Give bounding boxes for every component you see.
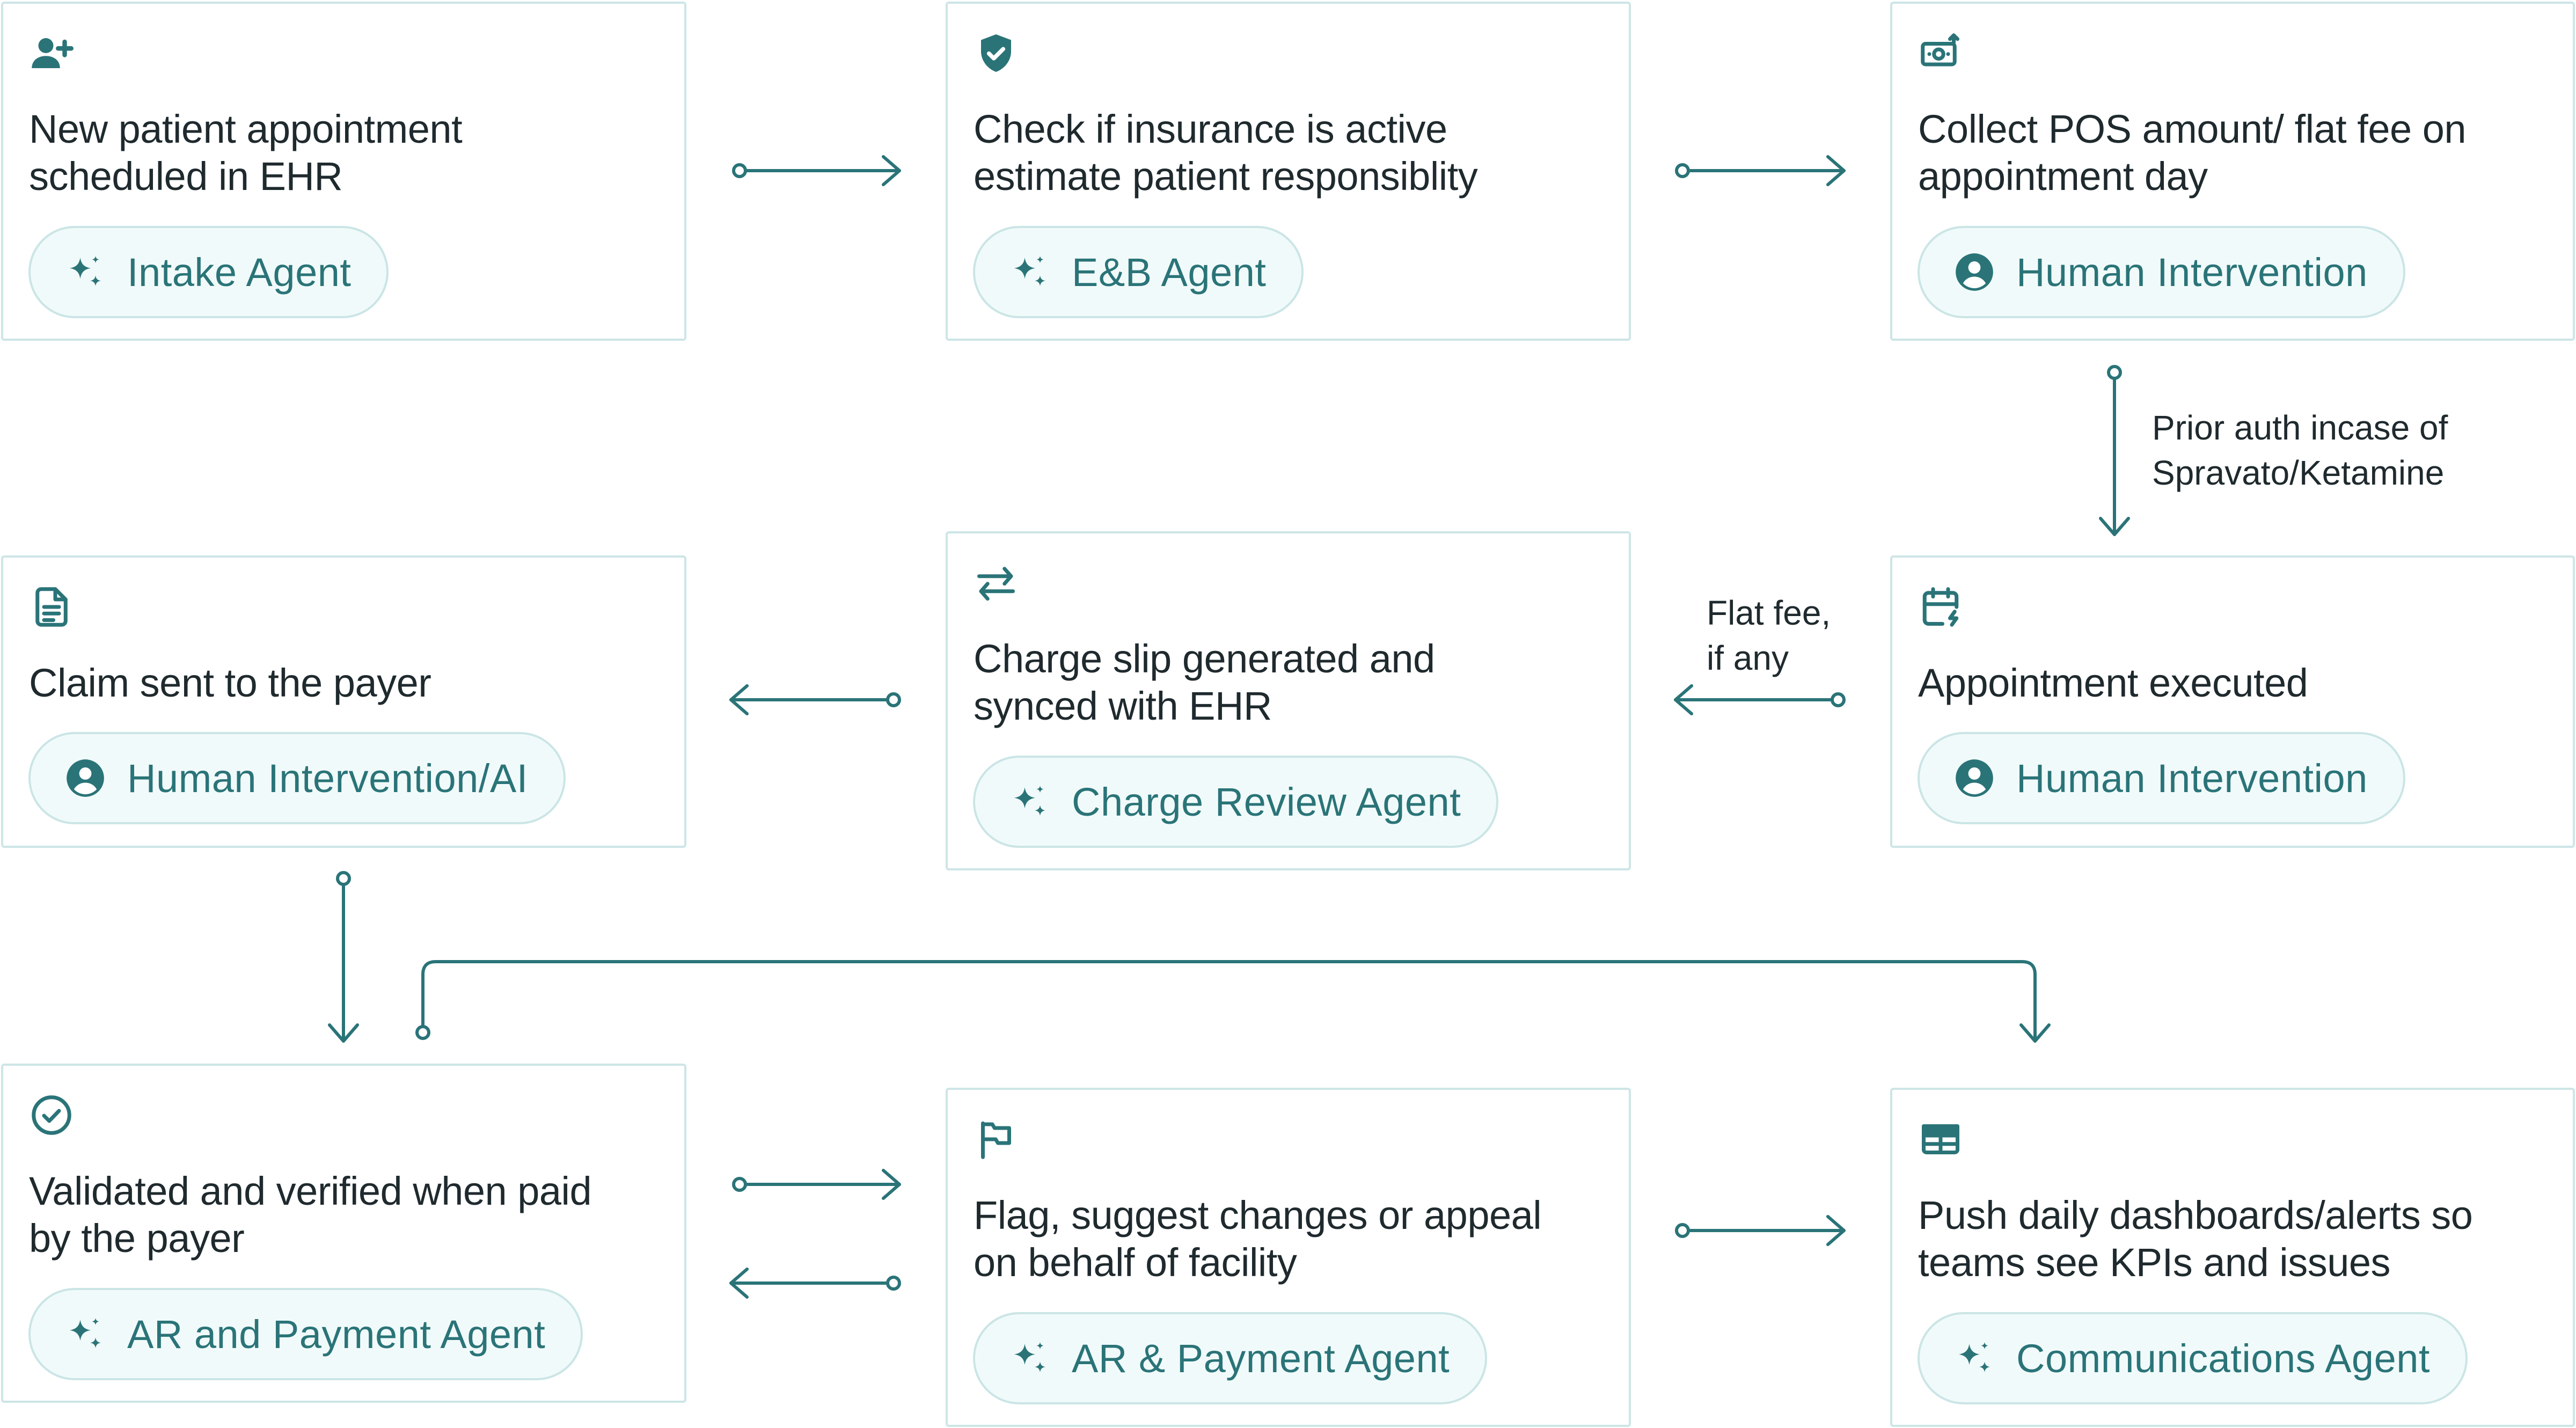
- step-card: Check if insurance is active estimate pa…: [946, 2, 1631, 341]
- agent-badge-label: Intake Agent: [127, 250, 352, 295]
- agent-badge-label: Charge Review Agent: [1072, 779, 1461, 824]
- sparkles-icon: [1009, 781, 1050, 822]
- agent-badge[interactable]: AR & Payment Agent: [973, 1312, 1488, 1404]
- agent-badge[interactable]: AR and Payment Agent: [28, 1288, 583, 1380]
- step-description: Validated and verified when paid by the …: [29, 1168, 663, 1262]
- arrow-step6-to-step5: [1674, 684, 1846, 715]
- agent-badge[interactable]: Communications Agent: [1918, 1312, 2468, 1404]
- sparkles-icon: [65, 1314, 106, 1354]
- step-card: New patient appointment scheduled in EHR…: [1, 2, 686, 341]
- step-text-line: scheduled in EHR: [29, 154, 343, 199]
- agent-badge-label: Communications Agent: [2016, 1336, 2430, 1381]
- step-text-line: Charge slip generated and: [974, 636, 1435, 681]
- step-description: Appointment executed: [1918, 660, 2551, 707]
- step-card: Push daily dashboards/alerts so teams se…: [1890, 1088, 2575, 1427]
- check-circle-icon: [29, 1093, 74, 1138]
- flat-fee-label-line: Flat fee,: [1707, 594, 1831, 632]
- arrow-step7-to-step8: [732, 1169, 901, 1200]
- arrows-exchange-icon: [974, 560, 1019, 605]
- agent-badge-label: Human Intervention/AI: [127, 756, 528, 801]
- agent-badge[interactable]: Human Intervention: [1918, 226, 2405, 318]
- arrow-step3-to-step6: [2099, 365, 2130, 536]
- sparkles-icon: [65, 252, 106, 292]
- step-text-line: Push daily dashboards/alerts so: [1918, 1193, 2473, 1237]
- user-circle-icon: [1954, 758, 1995, 799]
- prior-auth-label-line: Spravato/Ketamine: [2152, 453, 2445, 492]
- user-plus-icon: [29, 31, 74, 76]
- agent-badge[interactable]: Human Intervention: [1918, 732, 2405, 824]
- step-text-line: estimate patient responsiblity: [974, 154, 1478, 199]
- table-icon: [1918, 1117, 1963, 1162]
- step-text-line: synced with EHR: [974, 684, 1272, 728]
- user-circle-icon: [65, 758, 106, 799]
- agent-badge-label: Human Intervention: [2016, 756, 2368, 801]
- flag-icon: [974, 1117, 1019, 1162]
- document-icon: [29, 584, 74, 629]
- step-description: Charge slip generated and synced with EH…: [974, 635, 1607, 730]
- step-text-line: Collect POS amount/ flat fee on: [1918, 107, 2467, 151]
- cash-upload-icon: [1918, 31, 1963, 76]
- agent-badge[interactable]: Human Intervention/AI: [28, 732, 566, 824]
- step-card: Flag, suggest changes or appeal on behal…: [946, 1088, 1631, 1427]
- step-text-line: appointment day: [1918, 154, 2208, 199]
- step-text-line: Appointment executed: [1918, 661, 2308, 705]
- step-text-line: Claim sent to the payer: [29, 661, 431, 705]
- prior-auth-label-line: Prior auth incase of: [2152, 408, 2448, 447]
- step-description: Claim sent to the payer: [29, 660, 663, 707]
- step-card: Collect POS amount/ flat fee on appointm…: [1890, 2, 2575, 341]
- arrow-step5-to-step4: [729, 684, 901, 715]
- step-text-line: teams see KPIs and issues: [1918, 1240, 2391, 1285]
- arrow-step8-to-step9: [1675, 1215, 1846, 1246]
- arrow-step2-to-step3: [1675, 155, 1846, 186]
- shield-check-icon: [974, 31, 1019, 76]
- step-text-line: by the payer: [29, 1216, 245, 1261]
- prior-auth-label: Prior auth incase of Spravato/Ketamine: [2152, 405, 2448, 495]
- user-circle-icon: [1954, 252, 1995, 292]
- arrow-step1-to-step2: [732, 155, 901, 186]
- step-text-line: Flag, suggest changes or appeal: [974, 1193, 1542, 1237]
- step-text-line: Check if insurance is active: [974, 107, 1447, 151]
- arrow-step4-to-step7: [328, 871, 359, 1043]
- sparkles-icon: [1954, 1338, 1995, 1379]
- step-text-line: on behalf of facility: [974, 1240, 1297, 1285]
- agent-badge-label: AR & Payment Agent: [1072, 1336, 1450, 1381]
- step-text-line: New patient appointment: [29, 107, 463, 151]
- flat-fee-label-line: if any: [1707, 639, 1789, 677]
- agent-badge-label: Human Intervention: [2016, 250, 2368, 295]
- sparkles-icon: [1009, 1338, 1050, 1379]
- step-card: Charge slip generated and synced with EH…: [946, 531, 1631, 870]
- sparkles-icon: [1009, 252, 1050, 292]
- arrow-step7-to-step9: [415, 960, 2051, 1043]
- agent-badge[interactable]: Intake Agent: [28, 226, 389, 318]
- step-card: Validated and verified when paid by the …: [1, 1064, 686, 1403]
- step-description: New patient appointment scheduled in EHR: [29, 106, 663, 200]
- step-description: Check if insurance is active estimate pa…: [974, 106, 1607, 200]
- arrow-step8-to-step7: [729, 1268, 901, 1299]
- agent-badge-label: AR and Payment Agent: [127, 1312, 546, 1357]
- step-card: Claim sent to the payer Human Interventi…: [1, 555, 686, 848]
- step-card: Appointment executed Human Intervention: [1890, 555, 2575, 848]
- calendar-bolt-icon: [1918, 584, 1963, 629]
- flat-fee-label: Flat fee, if any: [1707, 590, 1831, 680]
- agent-badge[interactable]: E&B Agent: [973, 226, 1304, 318]
- step-description: Collect POS amount/ flat fee on appointm…: [1918, 106, 2551, 200]
- step-description: Flag, suggest changes or appeal on behal…: [974, 1192, 1607, 1286]
- agent-badge-label: E&B Agent: [1072, 250, 1267, 295]
- step-text-line: Validated and verified when paid: [29, 1169, 592, 1213]
- step-description: Push daily dashboards/alerts so teams se…: [1918, 1192, 2551, 1286]
- agent-badge[interactable]: Charge Review Agent: [973, 756, 1499, 848]
